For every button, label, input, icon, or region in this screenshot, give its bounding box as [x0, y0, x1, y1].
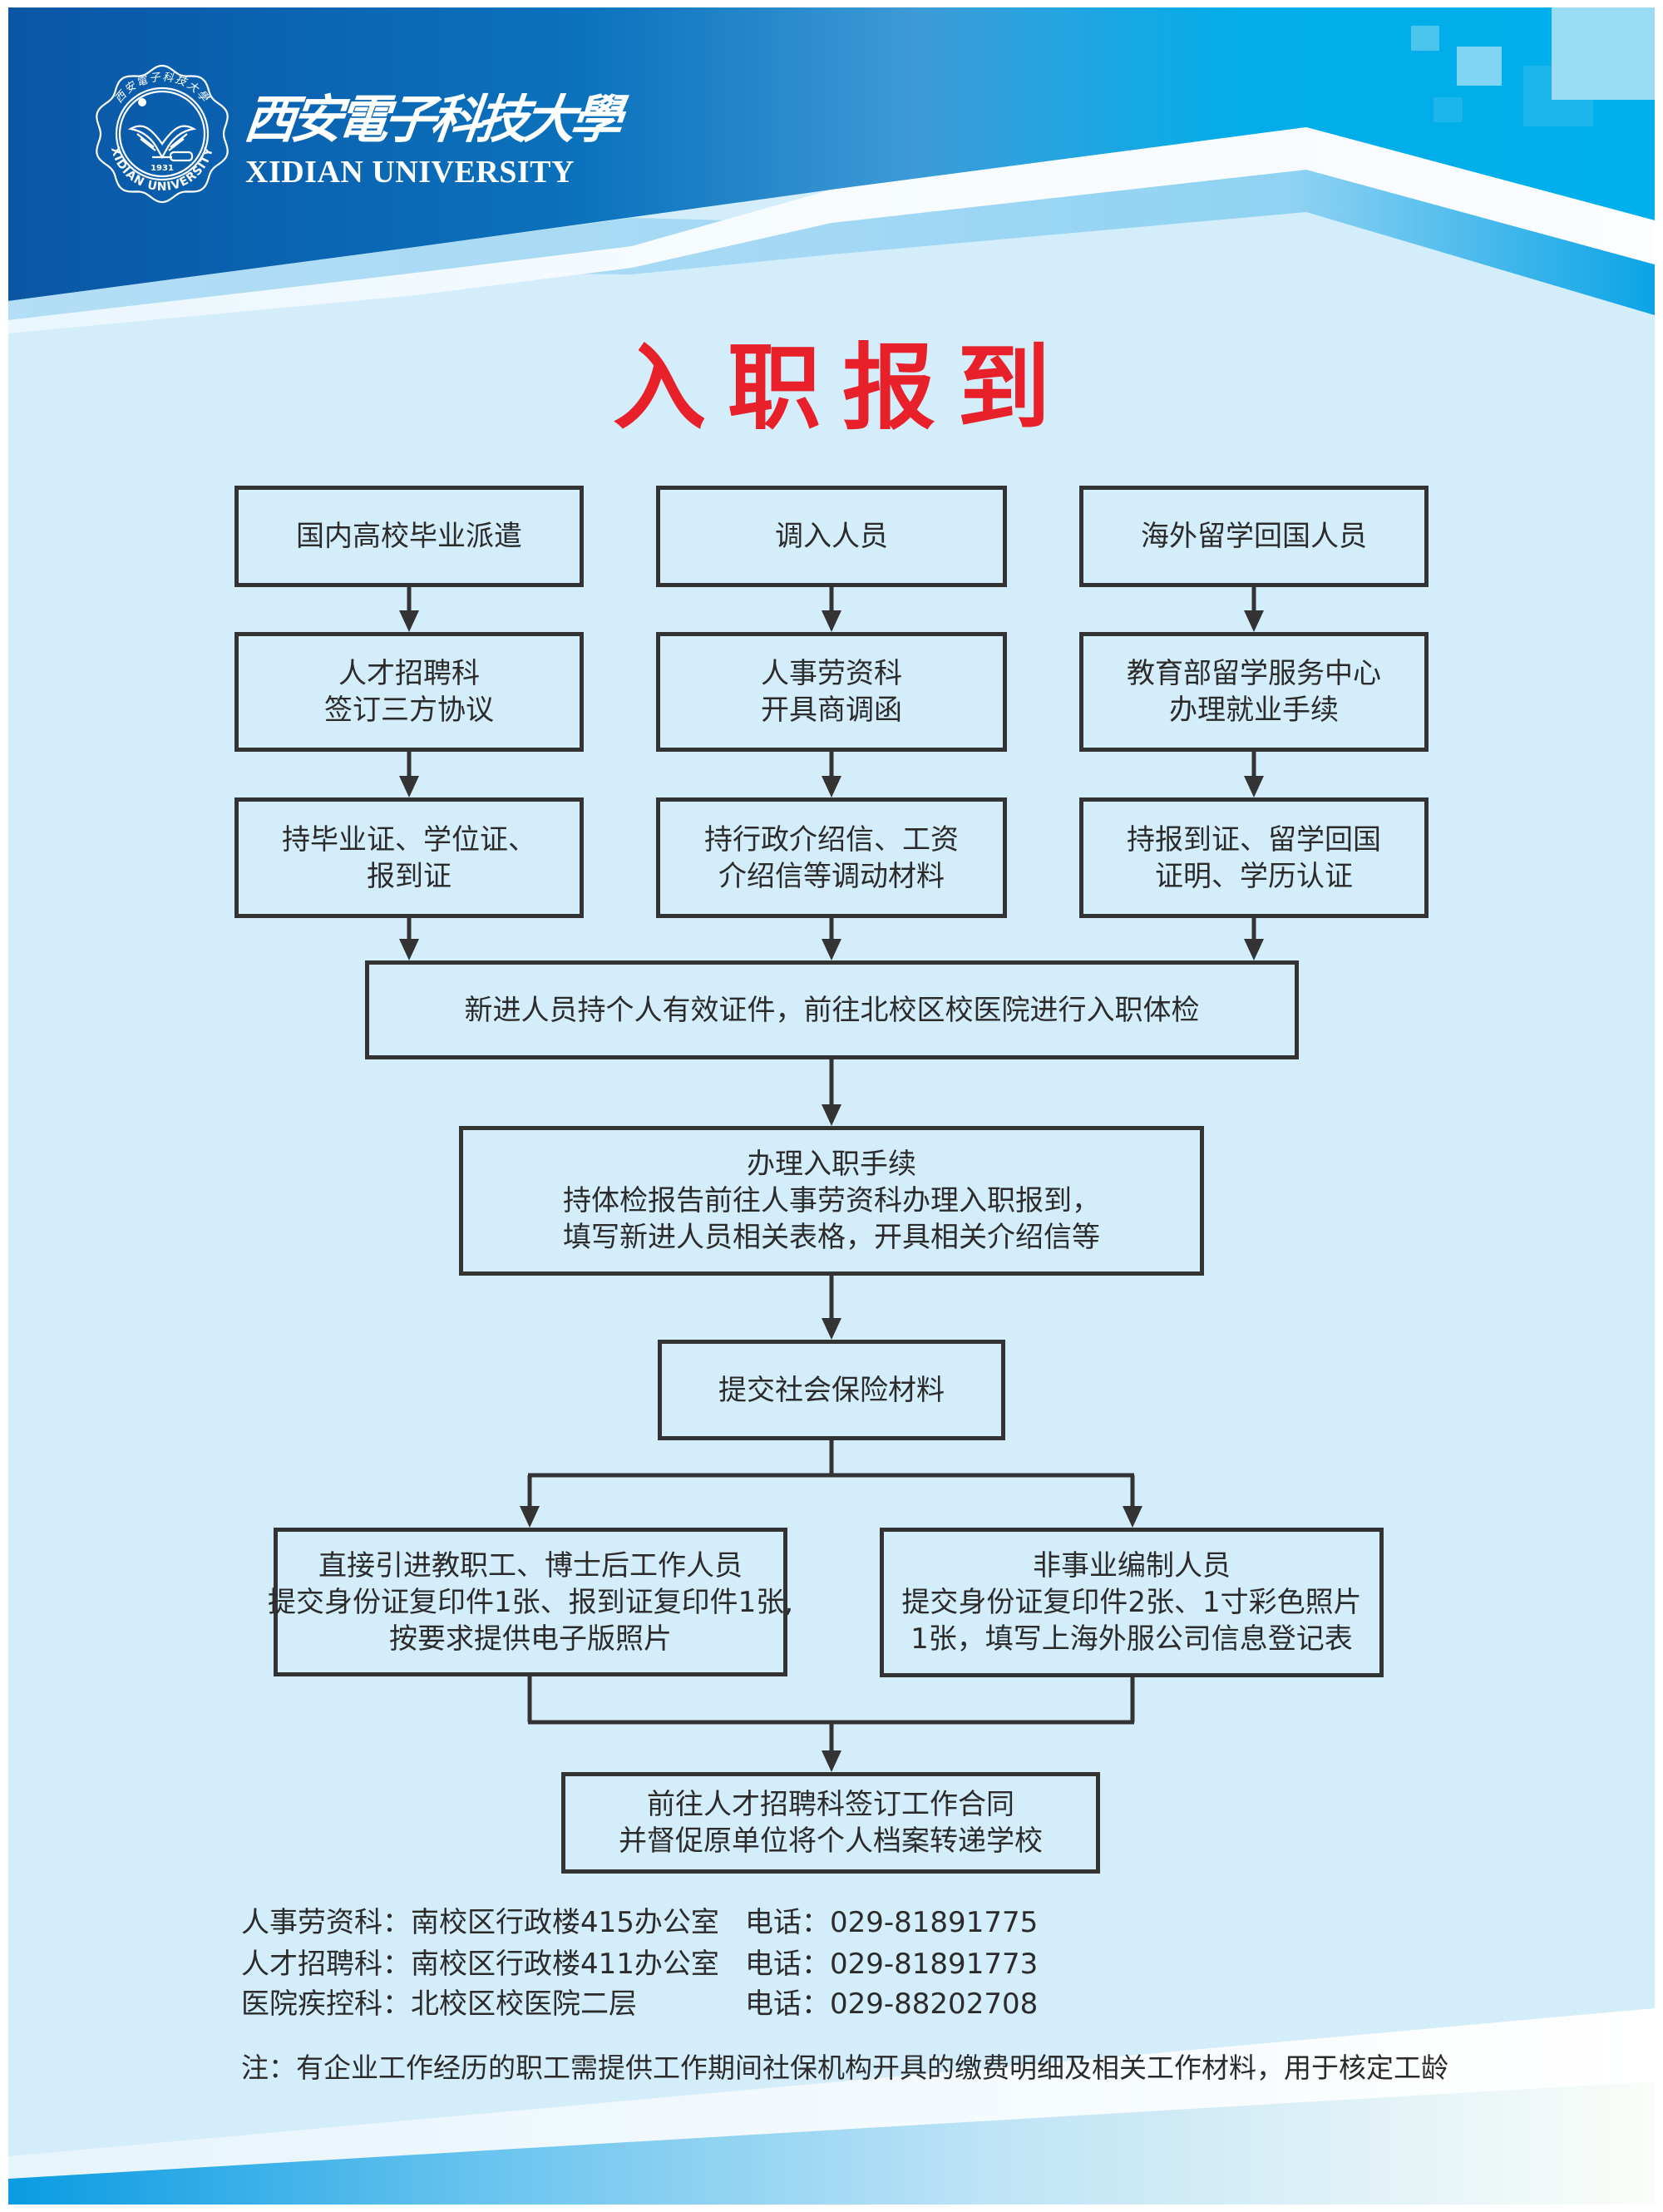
box-text: 提交身份证复印件1张、报到证复印件1张, — [267, 1585, 794, 1619]
box-text: 报到证 — [367, 859, 452, 893]
flow-box-transfer-documents: 持行政介绍信、工资 介绍信等调动材料 — [656, 797, 1007, 918]
box-text: 持体检报告前往人事劳资科办理入职报到， — [563, 1184, 1100, 1217]
box-text: 前往人才招聘科签订工作合同 — [647, 1788, 1014, 1821]
contact-office: 医院疾控科：北校区校医院二层 — [241, 1987, 637, 2021]
box-text: 证明、学历认证 — [1155, 859, 1353, 893]
flow-box-category-domestic-graduates: 国内高校毕业派遣 — [234, 486, 584, 587]
decor-square — [1552, 7, 1655, 100]
contact-phone: 电话：029-81891773 — [745, 1948, 1039, 1981]
box-text: 持毕业证、学位证、 — [282, 822, 536, 857]
box-text: 开具商调函 — [761, 694, 902, 727]
box-text: 填写新进人员相关表格，开具相关介绍信等 — [563, 1221, 1100, 1254]
box-text: 国内高校毕业派遣 — [296, 520, 522, 553]
footer-blue-stripe — [8, 2081, 1655, 2205]
box-text: 介绍信等调动材料 — [718, 859, 945, 893]
header-white-stripe — [8, 127, 1655, 333]
flow-box-sign-contract: 前往人才招聘科签订工作合同 并督促原单位将个人档案转递学校 — [561, 1772, 1100, 1874]
contact-office: 人事劳资科：南校区行政楼415办公室 — [241, 1906, 719, 1939]
decor-square — [1434, 97, 1463, 122]
flow-box-category-overseas-returnees: 海外留学回国人员 — [1079, 486, 1429, 587]
box-text: 教育部留学服务中心 — [1127, 657, 1381, 690]
flow-box-sign-tripartite-agreement: 人才招聘科 签订三方协议 — [234, 632, 584, 752]
flow-box-employment-procedures: 教育部留学服务中心 办理就业手续 — [1079, 632, 1429, 752]
box-text: 签订三方协议 — [324, 694, 494, 727]
box-text: 办理就业手续 — [1169, 694, 1339, 727]
header-light-stripe — [8, 170, 1655, 320]
box-text: 调入人员 — [775, 520, 888, 553]
box-text: 提交身份证复印件2张、1寸彩色照片 — [901, 1586, 1362, 1619]
flow-box-transfer-letter: 人事劳资科 开具商调函 — [656, 632, 1007, 752]
flow-box-non-establishment-staff: 非事业编制人员 提交身份证复印件2张、1寸彩色照片 1张，填写上海外服公司信息登… — [880, 1528, 1384, 1677]
flow-box-graduate-documents: 持毕业证、学位证、 报到证 — [234, 797, 584, 918]
decor-square — [1411, 26, 1439, 51]
box-text: 非事业编制人员 — [1033, 1549, 1231, 1582]
flow-box-social-insurance: 提交社会保险材料 — [658, 1340, 1005, 1440]
flow-box-category-transfer-personnel: 调入人员 — [656, 486, 1007, 587]
university-name-en: XIDIAN UNIVERSITY — [245, 155, 575, 190]
box-text: 人事劳资科 — [761, 657, 902, 690]
flow-box-onboarding-procedures: 办理入职手续 持体检报告前往人事劳资科办理入职报到， 填写新进人员相关表格，开具… — [459, 1126, 1204, 1276]
box-text: 1张，填写上海外服公司信息登记表 — [910, 1622, 1353, 1656]
decor-square — [1523, 66, 1552, 100]
box-text: 持行政介绍信、工资 — [704, 822, 959, 857]
box-text: 人才招聘科 — [338, 657, 480, 690]
box-text: 持报到证、留学回国 — [1127, 822, 1381, 857]
contact-phone: 电话：029-81891775 — [745, 1906, 1039, 1939]
flow-box-medical-check: 新进人员持个人有效证件，前往北校区校医院进行入职体检 — [365, 960, 1299, 1059]
box-text: 海外留学回国人员 — [1141, 520, 1367, 553]
contact-office: 人才招聘科：南校区行政楼411办公室 — [241, 1948, 719, 1981]
box-text: 新进人员持个人有效证件，前往北校区校医院进行入职体检 — [464, 993, 1200, 1027]
decor-square — [1457, 47, 1502, 86]
flow-box-returnee-documents: 持报到证、留学回国 证明、学历认证 — [1079, 797, 1429, 918]
box-text: 直接引进教职工、博士后工作人员 — [318, 1548, 743, 1582]
header-blue-region — [8, 7, 1655, 301]
footnote: 注：有企业工作经历的职工需提供工作期间社保机构开具的缴费明细及相关工作材料，用于… — [241, 2052, 1448, 2084]
decor-square — [1523, 100, 1593, 126]
box-text: 按要求提供电子版照片 — [389, 1622, 672, 1656]
page-title: 入职报到 — [613, 334, 1072, 442]
university-name-cn: 西安電子科技大學 — [241, 89, 620, 150]
university-seal-icon: 1931 XIDIAN UNIVERSITY 西安電子科技大學 — [96, 64, 229, 204]
box-text: 办理入职手续 — [747, 1148, 916, 1181]
box-text: 并督促原单位将个人档案转递学校 — [619, 1824, 1043, 1858]
box-text: 提交社会保险材料 — [718, 1373, 945, 1407]
flow-box-direct-hires: 直接引进教职工、博士后工作人员 提交身份证复印件1张、报到证复印件1张, 按要求… — [268, 1528, 793, 1676]
seal-year: 1931 — [151, 164, 174, 173]
contact-phone: 电话：029-88202708 — [745, 1987, 1039, 2021]
